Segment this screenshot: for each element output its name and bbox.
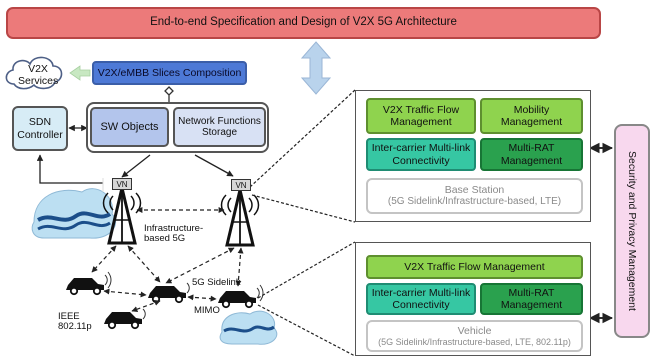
vertical-double-arrow (300, 41, 332, 95)
car-icon-3 (104, 312, 142, 330)
ieee-label: IEEE 802.11p (58, 311, 92, 333)
bs-multirat-box[interactable]: Multi-RAT Management (480, 138, 583, 171)
mimo-label: MIMO (194, 305, 220, 316)
car-icon-2 (148, 286, 186, 304)
slices-composition-box[interactable]: V2X/eMBB Slices Composition (92, 61, 247, 85)
base-station-box[interactable]: Base Station (5G Sidelink/Infrastructure… (366, 178, 583, 214)
bs-mobility-box[interactable]: Mobility Management (480, 98, 583, 134)
vehicle-box[interactable]: Vehicle (5G Sidelink/Infrastructure-base… (366, 320, 583, 352)
vn-badge-left: VN (112, 178, 132, 190)
core-right-tower-arrow (194, 154, 234, 177)
network-functions-storage-box[interactable]: Network Functions Storage (173, 107, 266, 147)
car-icon-1 (66, 278, 104, 296)
veh-traffic-flow-box[interactable]: V2X Traffic Flow Management (366, 255, 583, 279)
security-privacy-label: Security and Privacy Management (626, 151, 639, 311)
core-left-tower-arrow (121, 154, 151, 178)
slices-link-icon (164, 86, 174, 102)
sdn-tower-link (36, 154, 103, 184)
sidelink-label: 5G Sidelink (192, 277, 241, 288)
sw-objects-box[interactable]: SW Objects (90, 107, 169, 147)
bs-traffic-flow-box[interactable]: V2X Traffic Flow Management (366, 98, 476, 134)
infrastructure-label: Infrastructure-based 5G (144, 223, 210, 245)
v2x-services-label: V2X Services (18, 63, 59, 87)
vehicle-subtitle: (5G Sidelink/Infrastructure-based, LTE, … (378, 336, 571, 347)
architecture-banner: End-to-end Specification and Design of V… (6, 7, 601, 39)
veh-intercarrier-box[interactable]: Inter-carrier Multi-link Connectivity (366, 283, 476, 315)
base-station-title: Base Station (444, 184, 505, 197)
veh-multirat-box[interactable]: Multi-RAT Management (480, 283, 583, 315)
base-station-subtitle: (5G Sidelink/Infrastructure-based, LTE) (387, 196, 562, 208)
vehicle-title: Vehicle (457, 324, 492, 337)
services-arrow (69, 65, 91, 81)
tower-right-icon (220, 189, 260, 247)
edge-cloud-left (31, 188, 117, 239)
security-privacy-box[interactable]: Security and Privacy Management (614, 124, 650, 338)
car-icon-4 (218, 291, 256, 309)
vn-badge-right: VN (231, 179, 251, 191)
tower-left-icon (102, 187, 142, 245)
services-cloud-icon (5, 56, 63, 90)
sdn-controller-box[interactable]: SDN Controller (12, 106, 68, 151)
bs-intercarrier-box[interactable]: Inter-carrier Multi-link Connectivity (366, 138, 476, 171)
